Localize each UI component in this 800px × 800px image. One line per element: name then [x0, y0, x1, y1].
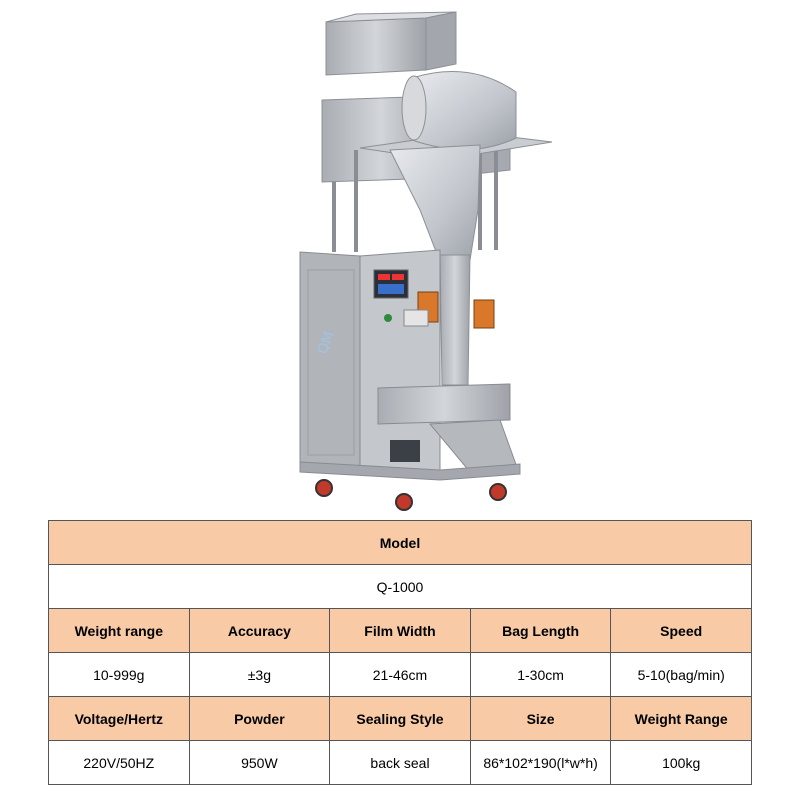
model-value-cell: Q-1000: [48, 564, 752, 609]
spec-table: Model Q-1000 Weight range Accuracy Film …: [48, 520, 752, 785]
packaging-machine-image: QM: [299, 11, 553, 511]
forming-collar: [389, 144, 481, 386]
header-cell-bag-length: Bag Length: [469, 608, 612, 653]
header-cell-weight-range: Weight range: [48, 608, 190, 653]
header-cell-accuracy: Accuracy: [188, 608, 331, 653]
base-wheels: [299, 461, 521, 511]
table-row: Weight range Accuracy Film Width Bag Len…: [48, 608, 752, 653]
value-cell-weight-range-2: 100kg: [610, 740, 752, 785]
control-panel: [373, 269, 409, 322]
table-row: 220V/50HZ 950W back seal 86*102*190(l*w*…: [48, 740, 752, 785]
value-cell-film-width: 21-46cm: [329, 652, 471, 697]
value-cell-bag-length: 1-30cm: [469, 652, 612, 697]
table-row: Q-1000: [48, 564, 752, 609]
header-cell-sealing-style: Sealing Style: [329, 696, 471, 741]
table-row: Voltage/Hertz Powder Sealing Style Size …: [48, 696, 752, 741]
value-cell-sealing-style: back seal: [329, 740, 471, 785]
frame-posts: [332, 140, 498, 252]
value-cell-voltage-hertz: 220V/50HZ: [48, 740, 190, 785]
sealing-jaws: [403, 291, 495, 329]
header-cell-speed: Speed: [610, 608, 752, 653]
value-cell-size: 86*102*190(l*w*h): [469, 740, 612, 785]
value-cell-powder: 950W: [188, 740, 331, 785]
header-cell-size: Size: [469, 696, 612, 741]
header-cell-weight-range-2: Weight Range: [610, 696, 752, 741]
value-cell-accuracy: ±3g: [188, 652, 331, 697]
svg-text:QM: QM: [315, 329, 338, 356]
value-cell-weight-range: 10-999g: [48, 652, 190, 697]
value-cell-speed: 5-10(bag/min): [610, 652, 752, 697]
main-cabinet: QM: [299, 249, 441, 471]
header-cell-film-width: Film Width: [329, 608, 471, 653]
table-row: 10-999g ±3g 21-46cm 1-30cm 5-10(bag/min): [48, 652, 752, 697]
header-cell-powder: Powder: [188, 696, 331, 741]
hopper: [325, 11, 457, 76]
table-row: Model: [48, 520, 752, 565]
header-cell-voltage-hertz: Voltage/Hertz: [48, 696, 190, 741]
model-header-cell: Model: [48, 520, 752, 565]
